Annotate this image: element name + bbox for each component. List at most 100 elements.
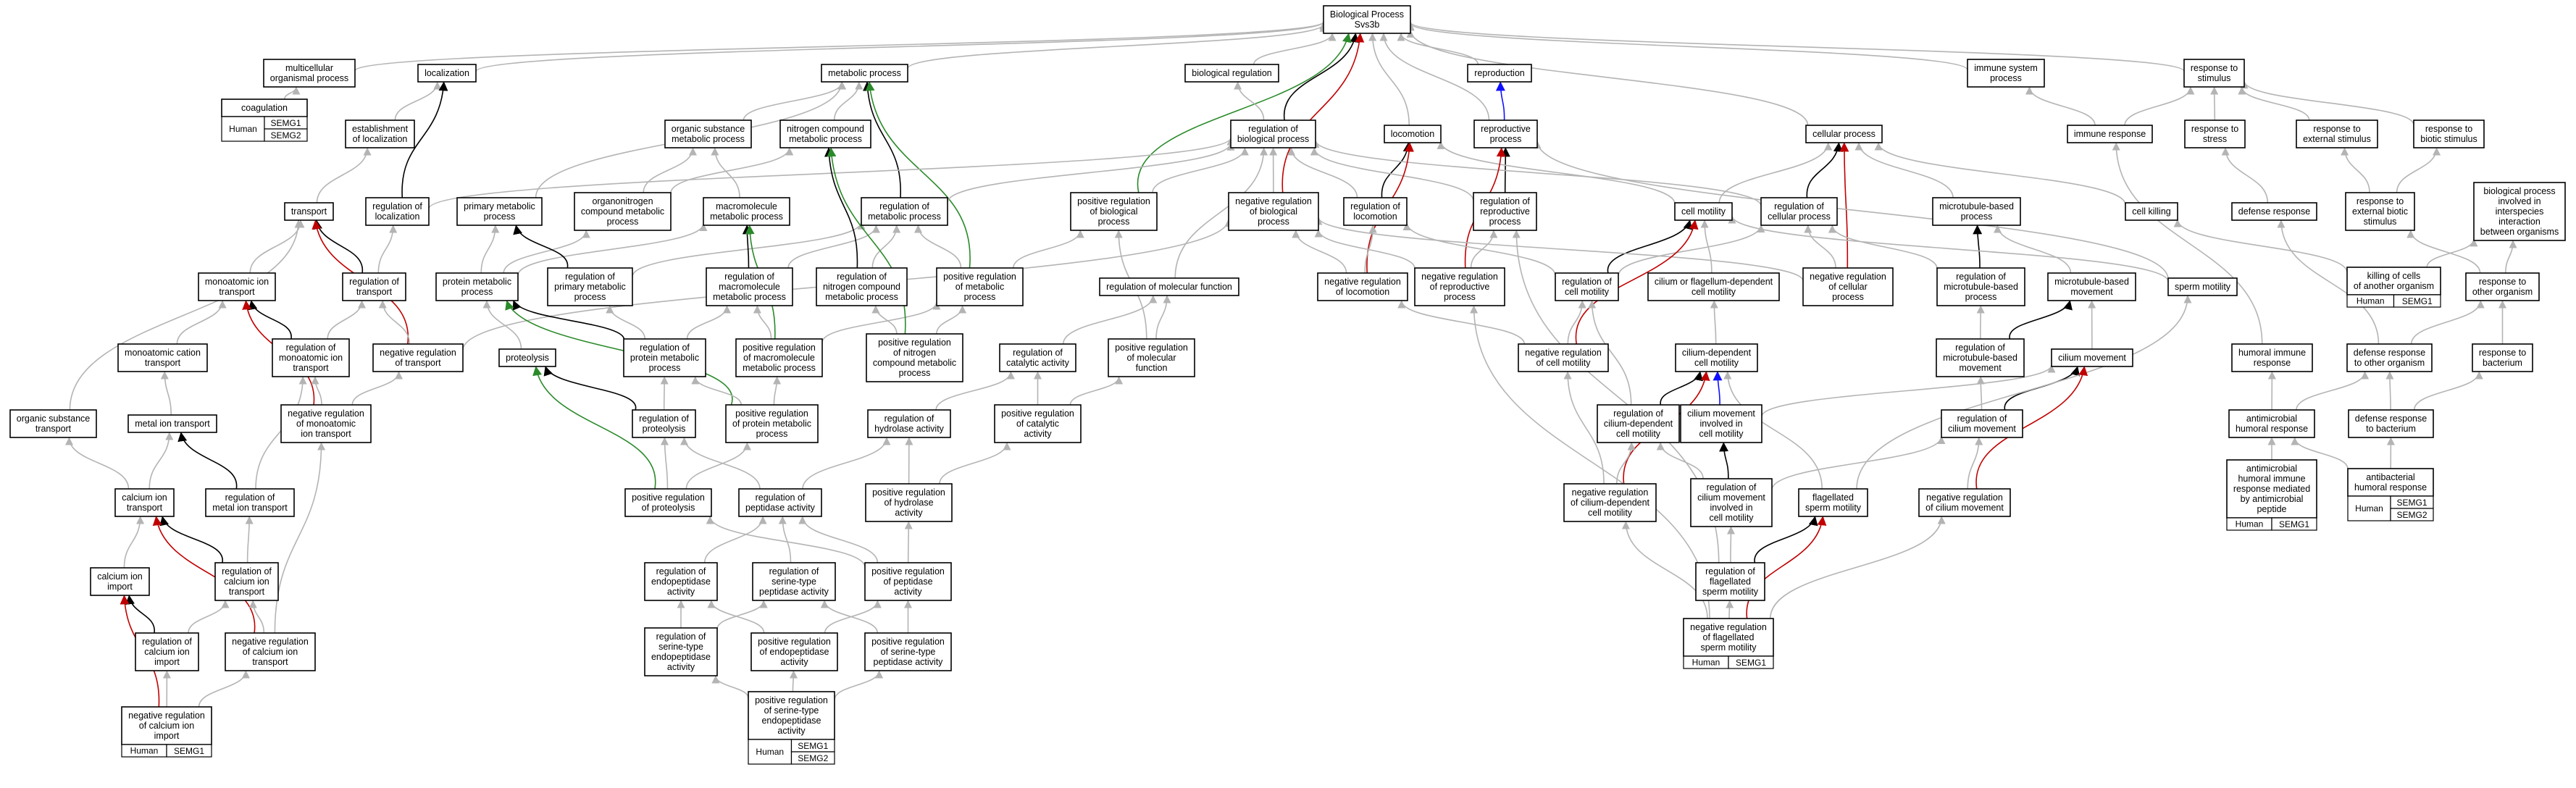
go-term-node-metal-ion[interactable]: metal ion transport bbox=[127, 414, 217, 433]
gene-label[interactable]: SEMG1 bbox=[2396, 498, 2427, 508]
go-term-node-bioreg[interactable]: biological regulation bbox=[1184, 64, 1279, 83]
go-term-node-proteolysis[interactable]: proteolysis bbox=[498, 348, 556, 367]
go-term-node-cell-proc[interactable]: cellular process bbox=[1805, 125, 1883, 143]
go-term-node-defense[interactable]: defense response bbox=[2231, 202, 2317, 221]
go-term-node-immune-resp[interactable]: immune response bbox=[2067, 125, 2153, 143]
go-term-node-transport[interactable]: transport bbox=[284, 202, 334, 221]
go-term-node-cilium-movement[interactable]: cilium movement bbox=[2051, 348, 2133, 367]
gene-label[interactable]: SEMG2 bbox=[270, 130, 301, 141]
go-term-node-sperm-motility[interactable]: sperm motility bbox=[2167, 277, 2238, 296]
go-term-node-metabolic[interactable]: metabolic process bbox=[821, 64, 908, 83]
gene-label[interactable]: SEMG1 bbox=[2402, 296, 2433, 306]
gene-label[interactable]: SEMG1 bbox=[2279, 519, 2309, 529]
gene-label[interactable]: SEMG2 bbox=[798, 753, 828, 763]
go-term-node-cell-motility[interactable]: cell motility bbox=[1674, 202, 1733, 221]
go-term-node-locomotion[interactable]: locomotion bbox=[1384, 125, 1442, 143]
gene-label[interactable]: SEMG1 bbox=[798, 741, 828, 751]
go-term-node-localization[interactable]: localization bbox=[417, 64, 477, 83]
go-term-node-reg-mol-func[interactable]: regulation of molecular function bbox=[1099, 277, 1239, 296]
go-term-node-reg-serine-endo[interactable]: regulation ofserine-typeendopeptidaseact… bbox=[644, 627, 718, 676]
gene-label[interactable]: SEMG1 bbox=[174, 746, 204, 756]
gene-label[interactable]: SEMG1 bbox=[270, 118, 301, 128]
